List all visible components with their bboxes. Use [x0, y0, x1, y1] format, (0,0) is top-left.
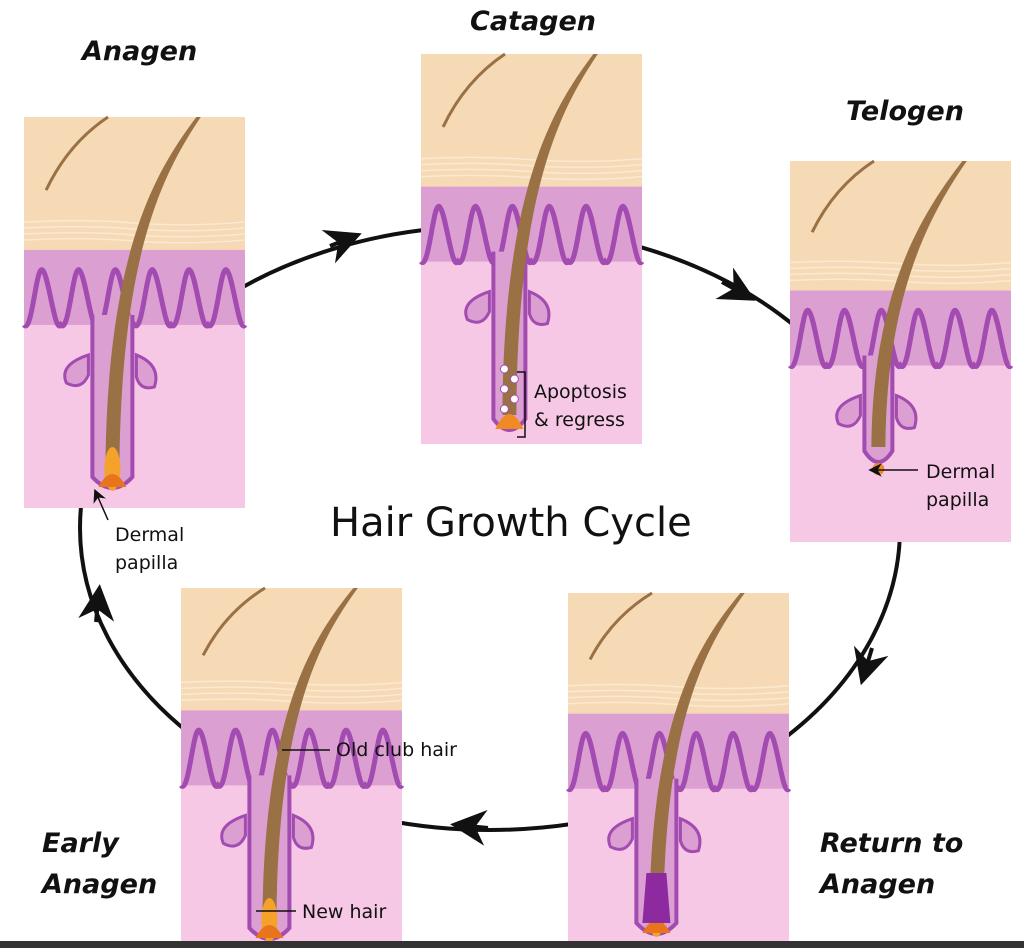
epidermis — [181, 588, 402, 711]
sebaceous-gland — [678, 816, 702, 854]
dermal-papilla — [255, 925, 284, 938]
sebaceous-gland — [607, 816, 634, 851]
apoptotic-cell — [499, 364, 509, 374]
skin-line — [420, 162, 643, 169]
cycle-arrow-3 — [450, 809, 489, 846]
stage-label-telogen: Telogen — [846, 96, 964, 127]
apoptotic-cell — [509, 394, 519, 404]
panel-telogen — [788, 159, 1014, 542]
stage-label-return-2: Anagen — [818, 869, 935, 900]
hair-shaft — [871, 161, 967, 447]
cycle-arrow-1 — [715, 267, 756, 301]
skin-line — [23, 231, 246, 238]
apoptotic-cell — [499, 404, 509, 414]
hair-strand — [810, 159, 875, 233]
stage-label-return-1: Return to — [820, 828, 963, 859]
rete-ridge-outline — [419, 204, 645, 266]
rete-ridge-outline — [566, 731, 792, 793]
sebaceous-gland — [291, 813, 315, 850]
dermal-papilla — [98, 474, 127, 487]
telogen-papilla-label-1: Dermal — [926, 461, 995, 483]
cycle-arrow-0 — [321, 229, 362, 264]
sebaceous-gland — [894, 393, 918, 430]
skin-line — [567, 683, 790, 690]
germ-cells — [642, 873, 671, 923]
apoptosis-label-1: Apoptosis — [534, 381, 627, 403]
anagen-papilla-label-2: papilla — [115, 552, 178, 574]
hair-strand — [44, 115, 109, 191]
skin-line — [567, 689, 790, 696]
skin-line — [23, 225, 246, 232]
sebaceous-gland — [134, 352, 158, 390]
dermal-papilla — [872, 463, 885, 475]
stage-label-anagen: Anagen — [80, 36, 197, 67]
stage-label-early-2: Anagen — [40, 869, 157, 900]
apoptosis-label-2: & regress — [534, 409, 625, 431]
sebaceous-gland — [63, 352, 90, 388]
skin-line — [567, 695, 790, 702]
hair-strand — [201, 586, 266, 657]
apoptotic-cell — [509, 374, 519, 384]
hair-shaft — [262, 588, 358, 924]
skin-line — [420, 156, 643, 163]
skin-line — [180, 686, 403, 692]
cycle-arrow-2 — [853, 645, 889, 686]
diagram-title: Hair Growth Cycle — [330, 500, 692, 546]
panel-return-anagen — [566, 591, 792, 948]
sebaceous-gland — [220, 813, 247, 848]
apoptosis-bracket — [517, 371, 526, 438]
anagen-papilla-label-1: Dermal — [115, 524, 184, 546]
panel-early-anagen — [179, 586, 405, 948]
old-club-hair-label: Old club hair — [336, 739, 457, 761]
dermal-papilla — [642, 920, 671, 933]
telogen-papilla-label-2: papilla — [926, 489, 989, 511]
skin-line — [789, 260, 1012, 267]
stage-label-early-1: Early — [42, 828, 120, 859]
sebaceous-gland — [835, 393, 862, 428]
apoptotic-cell — [499, 384, 509, 394]
panel-catagen — [419, 52, 645, 444]
hair-strand — [588, 591, 653, 661]
bottom-bar — [0, 941, 1024, 948]
stage-panels — [22, 52, 1014, 948]
new-hair-label: New hair — [302, 901, 386, 923]
sebaceous-gland — [464, 289, 491, 324]
anagen-papilla-pointer — [93, 488, 109, 521]
rete-ridge-outline — [788, 308, 1014, 369]
rete-ridge-outline — [179, 727, 405, 789]
epidermis — [568, 593, 789, 714]
sebaceous-gland — [527, 289, 551, 326]
hair-strand — [441, 52, 506, 128]
panel-anagen — [22, 115, 248, 508]
skin-line — [789, 266, 1012, 273]
skin-line — [180, 692, 403, 698]
stage-label-catagen: Catagen — [470, 6, 596, 37]
rete-ridge-outline — [22, 267, 248, 329]
dermal-papilla — [495, 414, 524, 429]
skin-line — [420, 168, 643, 175]
skin-line — [180, 680, 403, 686]
hair-shaft — [105, 117, 201, 473]
skin-line — [23, 219, 246, 226]
epidermis — [24, 117, 245, 250]
cycle-arrow-4 — [78, 584, 115, 623]
cycle-arrows — [78, 229, 889, 846]
epidermis — [421, 54, 642, 187]
